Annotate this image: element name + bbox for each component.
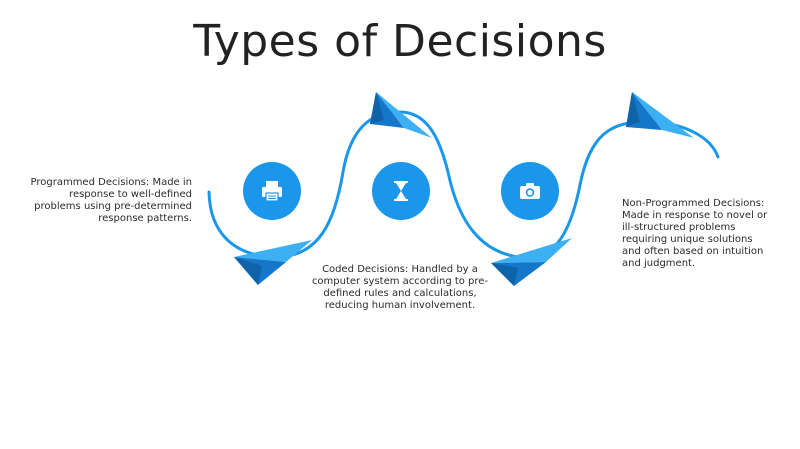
camera-icon: [520, 183, 540, 199]
printer-icon: [262, 181, 282, 202]
programmed-decisions-text: Programmed Decisions: Made in response t…: [30, 177, 193, 224]
paper-plane-icon: [234, 240, 312, 285]
camera-circle: [501, 162, 559, 220]
coded-decisions-text: Coded Decisions: Handled by a computer s…: [311, 264, 489, 311]
paper-plane-icon: [370, 92, 432, 138]
paper-plane-icon: [491, 238, 572, 286]
hourglass-icon: [394, 181, 408, 201]
slide-title: Types of Decisions: [193, 16, 607, 67]
hourglass-circle: [372, 162, 430, 220]
non-programmed-decisions-text: Non-Programmed Decisions: Made in respon…: [622, 198, 768, 269]
wave-path: [207, 110, 720, 260]
printer-circle: [243, 162, 301, 220]
paper-plane-icon: [626, 92, 694, 138]
